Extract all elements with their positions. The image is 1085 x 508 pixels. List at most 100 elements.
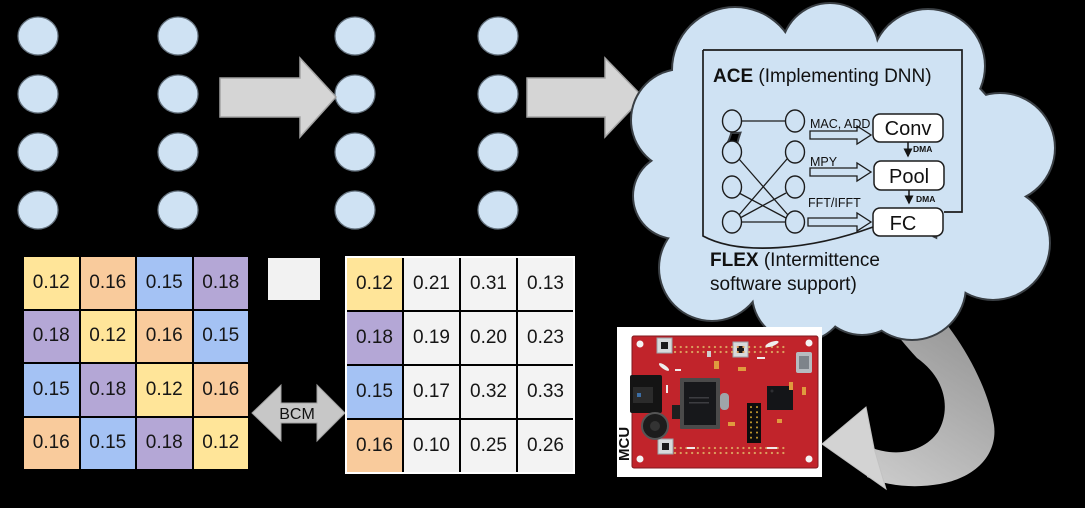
- flex-title: FLEX (Intermittence: [710, 250, 880, 271]
- matrix-cell: 0.15: [347, 366, 402, 418]
- matrix-cell: 0.15: [24, 364, 79, 416]
- bcm-transform-arrow: BCM: [251, 383, 346, 443]
- dnn-node: [157, 190, 199, 230]
- matrix-cell: 0.18: [80, 364, 135, 416]
- sketch-node: [784, 175, 806, 199]
- matrix-cell: 0.16: [80, 257, 135, 309]
- matrix-cell: 0.16: [347, 420, 402, 472]
- sketch-node: [784, 210, 806, 234]
- dma-label-1: DMA: [913, 144, 932, 154]
- dnn-node: [334, 132, 376, 172]
- matrix-cell: 0.16: [137, 310, 192, 362]
- ace-box-frame: [703, 49, 963, 213]
- sketch-node: [784, 109, 806, 133]
- matrix-cell: 0.18: [24, 310, 79, 362]
- ace-box: [702, 49, 963, 249]
- matrix-cell: 0.17: [404, 366, 459, 418]
- matrix-cell: 0.12: [137, 364, 192, 416]
- dnn-nodes-grid: [17, 16, 519, 230]
- ace-box-curved-bottom: [702, 50, 874, 249]
- dnn-node: [157, 74, 199, 114]
- bcm-label: BCM: [279, 406, 315, 423]
- matrix-cell: 0.32: [461, 366, 516, 418]
- board-buttons: [656, 337, 749, 455]
- dnn-layer-column-1: [17, 16, 59, 230]
- dnn-node: [157, 132, 199, 172]
- matrix-cell: 0.15: [193, 310, 248, 362]
- pool-block-label: Pool: [889, 166, 929, 188]
- dnn-layer-column-4: [477, 16, 519, 230]
- matrix-cell: 0.12: [347, 258, 402, 310]
- mpy-label: MPY: [810, 155, 838, 169]
- matrix-cell: 0.25: [461, 420, 516, 472]
- dnn-layer-column-2: [157, 16, 199, 230]
- matrix-cell: 0.21: [404, 258, 459, 310]
- ace-title-bold: ACE: [713, 66, 753, 87]
- ace-network-sketch: [721, 109, 806, 234]
- fc-block-label: FC: [890, 213, 917, 235]
- mcu-photo-card: MCU: [617, 327, 822, 477]
- dnn-node: [17, 132, 59, 172]
- mpy-arrow: [809, 161, 873, 183]
- conv-block-label: Conv: [885, 118, 932, 140]
- matrix-cell: 0.12: [24, 257, 79, 309]
- matrix-cell: 0.20: [461, 312, 516, 364]
- dnn-op-blocks: Conv Pool FC DMA DMA: [872, 113, 945, 237]
- operator-labels: MAC, ADD MPY FFT/IFFT: [808, 117, 870, 210]
- legend-swatch: [268, 258, 320, 300]
- matrix-cell: 0.10: [404, 420, 459, 472]
- matrix-cell: 0.31: [461, 258, 516, 310]
- dnn-layer-column-3: [334, 16, 376, 230]
- flex-title-rest: (Intermittence: [759, 250, 880, 271]
- dnn-node: [17, 74, 59, 114]
- matrix-cell: 0.16: [24, 417, 79, 469]
- dma-label-2: DMA: [916, 194, 935, 204]
- sketch-node: [721, 210, 743, 234]
- sketch-node: [721, 175, 743, 199]
- matrix-cell: 0.33: [518, 366, 573, 418]
- fft-arrow: [807, 211, 873, 233]
- flow-arrow-1: [219, 56, 338, 139]
- operator-arrows: [807, 124, 873, 233]
- dnn-node: [477, 132, 519, 172]
- dnn-node: [334, 190, 376, 230]
- matrix-cell: 0.15: [137, 257, 192, 309]
- matrix-cell: 0.19: [404, 312, 459, 364]
- board-passives: [658, 340, 806, 449]
- matrix-cell: 0.18: [347, 312, 402, 364]
- dnn-node: [157, 16, 199, 56]
- matrix-cell: 0.18: [193, 257, 248, 309]
- matrix-cell: 0.26: [518, 420, 573, 472]
- dnn-node: [477, 16, 519, 56]
- dnn-node: [477, 190, 519, 230]
- cloud-to-mcu-arrow-band: [867, 293, 995, 487]
- fft-label: FFT/IFFT: [808, 196, 861, 210]
- matrix-cell: 0.12: [193, 417, 248, 469]
- matrix-cell: 0.13: [518, 258, 573, 310]
- sketch-node: [784, 140, 806, 164]
- mcu-label: MCU: [617, 427, 633, 461]
- sketch-node: [721, 109, 743, 133]
- matrix-cell: 0.12: [80, 310, 135, 362]
- dnn-node: [477, 74, 519, 114]
- matrix-cell: 0.15: [80, 417, 135, 469]
- dnn-node: [334, 16, 376, 56]
- fc-block: [872, 207, 944, 237]
- ace-title: ACE (Implementing DNN): [713, 66, 932, 87]
- flow-arrow-2: [526, 56, 645, 139]
- ace-title-rest: (Implementing DNN): [753, 66, 931, 87]
- dnn-node: [17, 190, 59, 230]
- sketch-node: [721, 140, 743, 164]
- mac-add-label: MAC, ADD: [810, 117, 870, 131]
- mac-add-arrow: [809, 124, 873, 146]
- mcu-board-illustration: MCU: [617, 335, 819, 469]
- matrix-cell: 0.23: [518, 312, 573, 364]
- matrix-cell: 0.18: [137, 417, 192, 469]
- dnn-node: [17, 16, 59, 56]
- flex-title-bold: FLEX: [710, 250, 759, 271]
- flex-title-line2: software support): [710, 274, 857, 295]
- matrix-cell: 0.16: [193, 364, 248, 416]
